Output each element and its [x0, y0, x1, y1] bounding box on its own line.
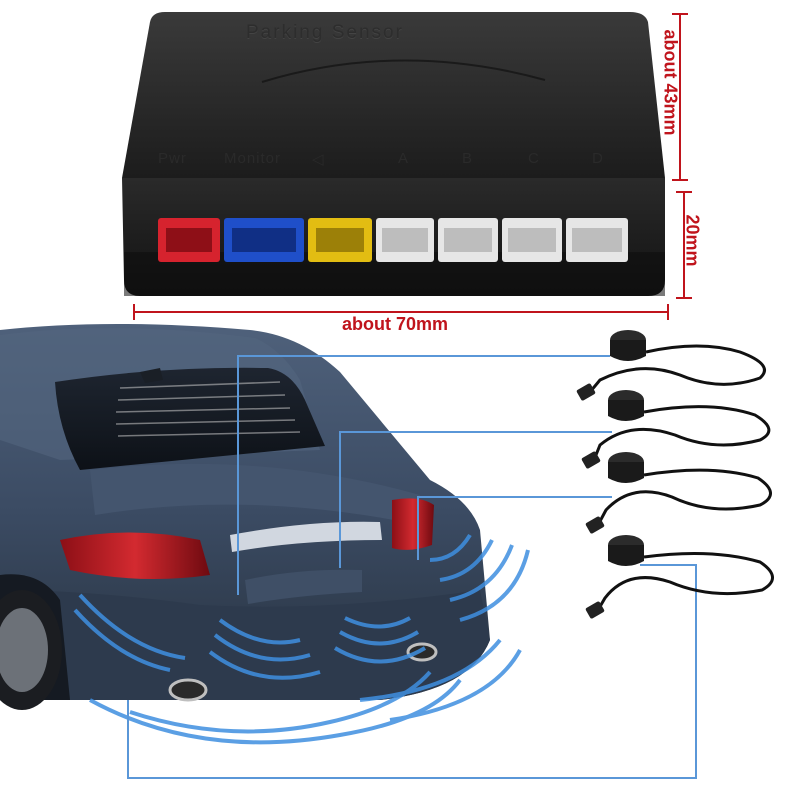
tail-light-right [392, 498, 434, 550]
ports [158, 218, 628, 262]
sensor-c [585, 452, 772, 534]
depth-dimension-label: 20mm [682, 214, 703, 267]
box-title: Parking Sensor [246, 22, 404, 43]
port-label-pwr: Pwr [158, 150, 187, 167]
port-label-c: C [528, 150, 540, 167]
depth-dimension-label-wrap: 20mm [672, 200, 712, 290]
sensor-b [581, 390, 771, 469]
detection-waves [73, 533, 530, 745]
car [0, 324, 490, 710]
sensors [576, 330, 774, 619]
port-label-speaker: ◁ [312, 151, 325, 168]
width-dimension-label: about 70mm [341, 314, 449, 334]
height-dimension-label: about 43mm [660, 29, 681, 136]
exhaust-left [168, 678, 208, 702]
sensor-d [585, 535, 774, 619]
dimension-lines [133, 13, 692, 320]
port-label-a: A [398, 150, 410, 167]
height-dimension-label-wrap: about 43mm [650, 22, 690, 162]
port-label-monitor: Monitor [224, 150, 282, 167]
control-box [122, 12, 665, 296]
port-label-b: B [462, 150, 474, 167]
port-label-d: D [592, 150, 604, 167]
tail-light-left [60, 532, 210, 579]
guide-lines [127, 355, 697, 779]
sensor-a [576, 330, 766, 401]
